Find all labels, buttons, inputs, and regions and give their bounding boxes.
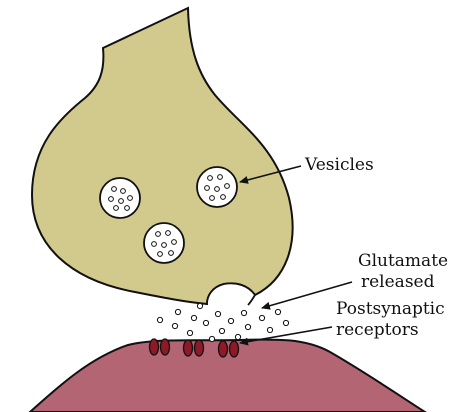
glutamate-particles [157,303,288,341]
postsynaptic-label-line1: Postsynaptic [336,299,445,319]
vesicle [100,178,140,218]
vesicles-label: Vesicles [304,155,374,175]
glutamate-label-line2: released [361,272,435,292]
vesicle [144,223,184,263]
postsynaptic-label-line2: receptors [336,320,419,340]
glutamate-label-line1: Glutamate [358,251,448,271]
vesicle [197,167,237,207]
